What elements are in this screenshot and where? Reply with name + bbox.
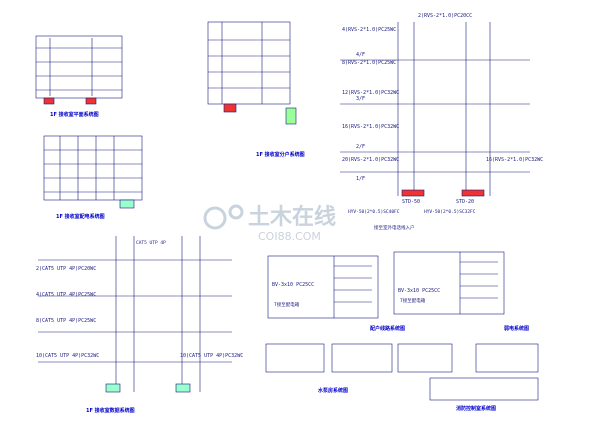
watermark: 土木在线 COI88.COM bbox=[203, 204, 336, 243]
panel-6-title: 配户线路系统图 bbox=[370, 325, 405, 332]
cable-right-label: HYV-50(2*0.5)SC32FC bbox=[424, 209, 476, 215]
floor-label-2: 2/F bbox=[356, 144, 365, 150]
data-label-3: 8(CAT5 UTP 4P)PC25WC bbox=[36, 318, 96, 324]
riser-label-2: 4(RVS-2*1.0)PC25WC bbox=[342, 27, 396, 33]
panel-3 bbox=[207, 21, 297, 125]
std-right-label: STD-20 bbox=[456, 199, 474, 205]
std-left-label: STD-50 bbox=[402, 199, 420, 205]
riser-label-7: 16(RVS-2*1.0)PC32WC bbox=[486, 157, 543, 163]
panel-8-title: 消防控制室系统图 bbox=[456, 405, 496, 412]
panel-1-title: 1F 接收室平面系统图 bbox=[50, 111, 99, 118]
watermark-sub: COI88.COM bbox=[258, 230, 321, 243]
data-label-5: 10(CAT5 UTP 4P)PC32WC bbox=[180, 353, 243, 359]
riser-label-4: 12(RVS-2*1.0)PC32WC bbox=[342, 90, 399, 96]
panel-4-title: 1F 接收室数据系统图 bbox=[86, 407, 135, 414]
power-boxes bbox=[267, 251, 505, 319]
riser-label-3: 8(RVS-2*1.0)PC25WC bbox=[342, 60, 396, 66]
right-feed-note: T接至配电箱 bbox=[400, 297, 426, 304]
panel-2 bbox=[43, 135, 143, 209]
panel-2-title: 1F 接收室配电系统图 bbox=[56, 213, 105, 220]
right-feed-label: BV-3x10 PC25CC bbox=[398, 288, 440, 294]
data-riser-diagram bbox=[38, 236, 232, 393]
watermark-main: 土木在线 bbox=[248, 204, 336, 230]
floor-label-3: 3/F bbox=[356, 96, 365, 102]
riser-label-5: 16(RVS-2*1.0)PC32WC bbox=[342, 124, 399, 130]
data-label-2: 4(CAT5 UTP 4P)PC25WC bbox=[36, 292, 96, 298]
left-feed-note: T接至配电箱 bbox=[274, 301, 300, 308]
bottom-panels bbox=[265, 343, 539, 401]
data-label-1: 2(CAT5 UTP 4P)PC20WC bbox=[36, 266, 96, 272]
panel-7-title: 水泵房系统图 bbox=[317, 387, 348, 394]
data-label-4: 10(CAT5 UTP 4P)PC32WC bbox=[36, 353, 99, 359]
source-note: 接至室外电话线入户 bbox=[374, 224, 415, 231]
panel-1 bbox=[35, 35, 123, 105]
floor-label-1: 1/F bbox=[356, 176, 365, 182]
cable-left-label: HYV-50(2*0.5)SC40FC bbox=[348, 209, 400, 215]
left-feed-label: BV-3x10 PC25CC bbox=[272, 282, 314, 288]
riser-label-1: 2(RVS-2*1.0)PC20CC bbox=[418, 13, 472, 19]
riser-label-6: 20(RVS-2*1.0)PC32WC bbox=[342, 157, 399, 163]
panel-5-title: 弱电系统图 bbox=[504, 325, 529, 332]
data-top-note: CAT5 UTP 4P bbox=[136, 240, 166, 246]
floor-label-4: 4/F bbox=[356, 52, 365, 58]
riser-diagram bbox=[340, 22, 530, 197]
panel-3-title: 1F 接收室分户系统图 bbox=[256, 151, 305, 158]
